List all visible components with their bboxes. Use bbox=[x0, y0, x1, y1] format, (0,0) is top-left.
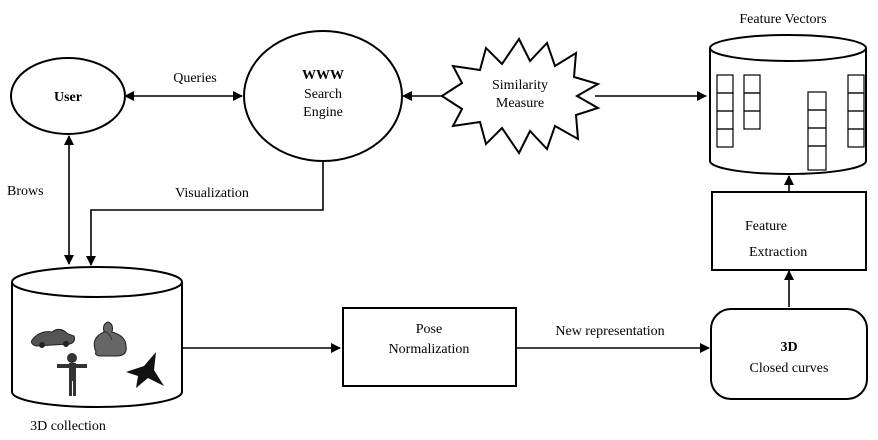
humanoid-model bbox=[57, 353, 87, 396]
bunny-model bbox=[93, 321, 127, 357]
search-engine-node: WWW Search Engine bbox=[243, 30, 403, 162]
search-engine-line2: Engine bbox=[303, 105, 343, 120]
collection-caption: 3D collection bbox=[30, 419, 106, 434]
feature-vectors-caption: Feature Vectors bbox=[739, 12, 826, 27]
edge-label-visualization: Visualization bbox=[175, 186, 249, 201]
collection-node: 3D collection bbox=[11, 266, 183, 434]
search-engine-line1: Search bbox=[304, 87, 342, 102]
edge-search-engine-collection bbox=[86, 160, 324, 266]
similarity-line2: Measure bbox=[496, 96, 544, 111]
feature-vector-bars bbox=[716, 74, 865, 171]
edge-label-new-representation: New representation bbox=[555, 324, 664, 339]
feature-vectors-node: Feature Vectors bbox=[709, 12, 867, 175]
closed-curves-node: 3D Closed curves bbox=[710, 308, 868, 400]
pose-line2: Normalization bbox=[389, 342, 470, 357]
feature-extraction-node: Feature Extraction bbox=[711, 191, 867, 271]
collection-3d-models bbox=[31, 321, 164, 396]
closed-curves-line1: Closed curves bbox=[750, 361, 829, 376]
closed-curves-title: 3D bbox=[780, 340, 797, 355]
search-engine-title: WWW bbox=[302, 68, 344, 83]
star-model bbox=[126, 352, 164, 388]
similarity-measure-node: Similarity Measure bbox=[440, 37, 601, 155]
pose-line1: Pose bbox=[416, 322, 442, 337]
edge-label-brows: Brows bbox=[7, 184, 44, 199]
user-label: User bbox=[54, 90, 82, 105]
edge-label-queries: Queries bbox=[173, 71, 217, 86]
feature-extraction-line2: Extraction bbox=[749, 245, 807, 260]
user-node: User bbox=[10, 57, 126, 135]
car-model bbox=[31, 328, 75, 347]
similarity-line1: Similarity bbox=[492, 78, 548, 93]
pose-normalization-node: Pose Normalization bbox=[342, 307, 517, 387]
feature-extraction-line1: Feature bbox=[745, 219, 787, 234]
